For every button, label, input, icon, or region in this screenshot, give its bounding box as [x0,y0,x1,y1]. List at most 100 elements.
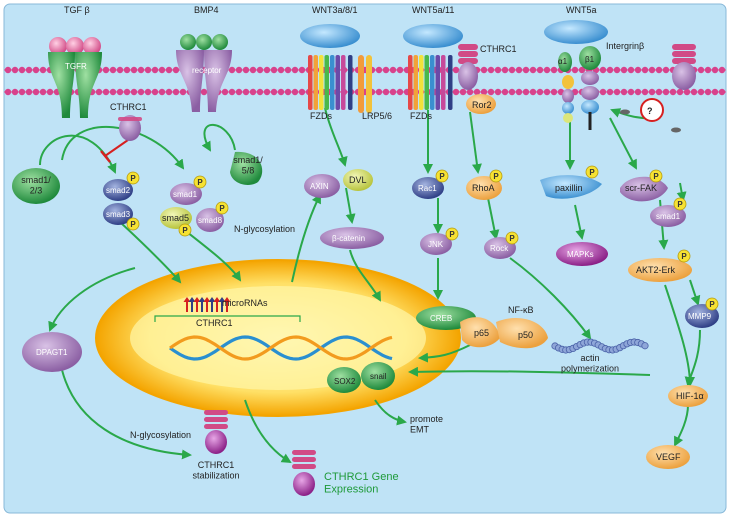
bmp-complex [176,34,232,112]
svg-text:P: P [439,172,445,181]
label-cthrc1-top: CTHRC1 [480,44,517,54]
label-alpha1: α1 [558,57,568,66]
label-rock: Rock [490,244,509,253]
label-snail: snail [370,372,387,381]
question-icon [640,98,664,122]
svg-text:P: P [681,252,687,261]
label-nfkb: NF-κB [508,305,534,315]
svg-text:P: P [130,174,136,183]
label-srcfak: scr-FAK [625,183,657,193]
gene-bracket [154,315,301,322]
label-axin: AXIN [310,182,329,191]
svg-text:P: P [182,226,188,235]
phosphate-marker [673,197,687,211]
phosphate-marker [435,169,449,183]
label-fzds-1: FZDs [310,111,332,121]
label-tgfr: TGFR [65,62,87,71]
dna-helix [169,335,393,361]
label-p50: p50 [518,330,533,340]
label-creb: CREB [430,314,452,323]
label-cthrc1-mem: CTHRC1 [110,102,147,112]
cytoplasm-nodes [12,151,719,469]
label-rac1: Rac1 [418,184,437,193]
wnt5a11-fzd-complex [403,24,496,114]
label-mapks: MAPKs [567,250,594,259]
label-bmp4: BMP4 [194,5,219,15]
label-lrp: LRP5/6 [362,111,392,121]
phosphate-marker [215,201,229,215]
label-bmp-receptor: receptor [192,66,222,75]
label-wnt3a: WNT3a/8/1 [312,5,358,15]
label-integrin: Intergrinβ [606,41,644,51]
label-micrornas: microRNAs [222,298,268,308]
svg-text:P: P [493,172,499,181]
cthrc1-stabilization-icon [204,410,228,454]
phosphate-markers: P P P P P P P P P P P P P P [126,165,719,311]
label-nglyco-1: N-glycosylation [234,224,295,234]
label-dvl: DVL [349,175,367,185]
svg-text:P: P [197,178,203,187]
svg-text:P: P [509,234,515,243]
label-smad158: smad1/5/8 [233,155,263,175]
phosphate-marker [649,169,663,183]
label-unknown: ? [647,106,653,116]
label-smad23: smad1/2/3 [21,175,51,195]
phosphate-marker [178,223,192,237]
phosphate-marker [193,175,207,189]
unknown-receptor [620,44,696,133]
cthrc1-expression-icon [292,450,316,496]
label-wnt5a11: WNT5a/11 [412,5,454,15]
phosphate-marker [585,165,599,179]
svg-text:P: P [653,172,659,181]
svg-text:P: P [589,168,595,177]
label-nglyco-2: N-glycosylation [130,430,191,440]
label-fzds-2: FZDs [410,111,432,121]
label-beta1: β1 [585,55,595,64]
nucleus [95,259,461,417]
svg-text:P: P [677,200,683,209]
label-smad1-right: smad1 [656,212,681,221]
label-smad2: smad2 [106,186,131,195]
label-ror2: Ror2 [472,100,492,110]
integrin-complex [544,20,608,130]
label-smad1: smad1 [173,190,198,199]
label-p65: p65 [474,328,489,338]
phosphate-marker [705,297,719,311]
label-tgfb: TGF β [64,5,90,15]
microrna-arrows [183,297,231,312]
phosphate-marker [505,231,519,245]
cell-background [3,3,727,514]
svg-text:P: P [709,300,715,309]
inhibition-mark [100,139,129,163]
label-bcatenin: β-catenin [332,234,365,243]
label-jnk: JNK [428,240,444,249]
label-vegf: VEGF [656,452,681,462]
phosphate-marker [445,227,459,241]
label-dpagt1: DPAGT1 [36,348,68,357]
phosphate-marker [489,169,503,183]
cthrc1-membrane [118,115,142,141]
tgfr-complex [48,37,102,118]
label-akt: AKT2-Erk [636,265,676,275]
svg-text:P: P [449,230,455,239]
svg-text:P: P [130,220,136,229]
phosphate-marker [677,249,691,263]
svg-text:P: P [219,204,225,213]
label-smad3: smad3 [106,210,131,219]
wnt3a-fzd-complex [300,24,372,113]
label-paxillin: paxillin [555,183,583,193]
label-cthrc1-nuc: CTHRC1 [196,318,233,328]
label-mmp9: MMP9 [688,312,712,321]
signal-arrows [39,107,701,464]
phosphate-marker [126,171,140,185]
label-smad5: smad5 [162,213,189,223]
phosphate-marker [126,217,140,231]
label-hif: HIF-1α [676,391,704,401]
label-sox2: SOX2 [334,377,356,386]
